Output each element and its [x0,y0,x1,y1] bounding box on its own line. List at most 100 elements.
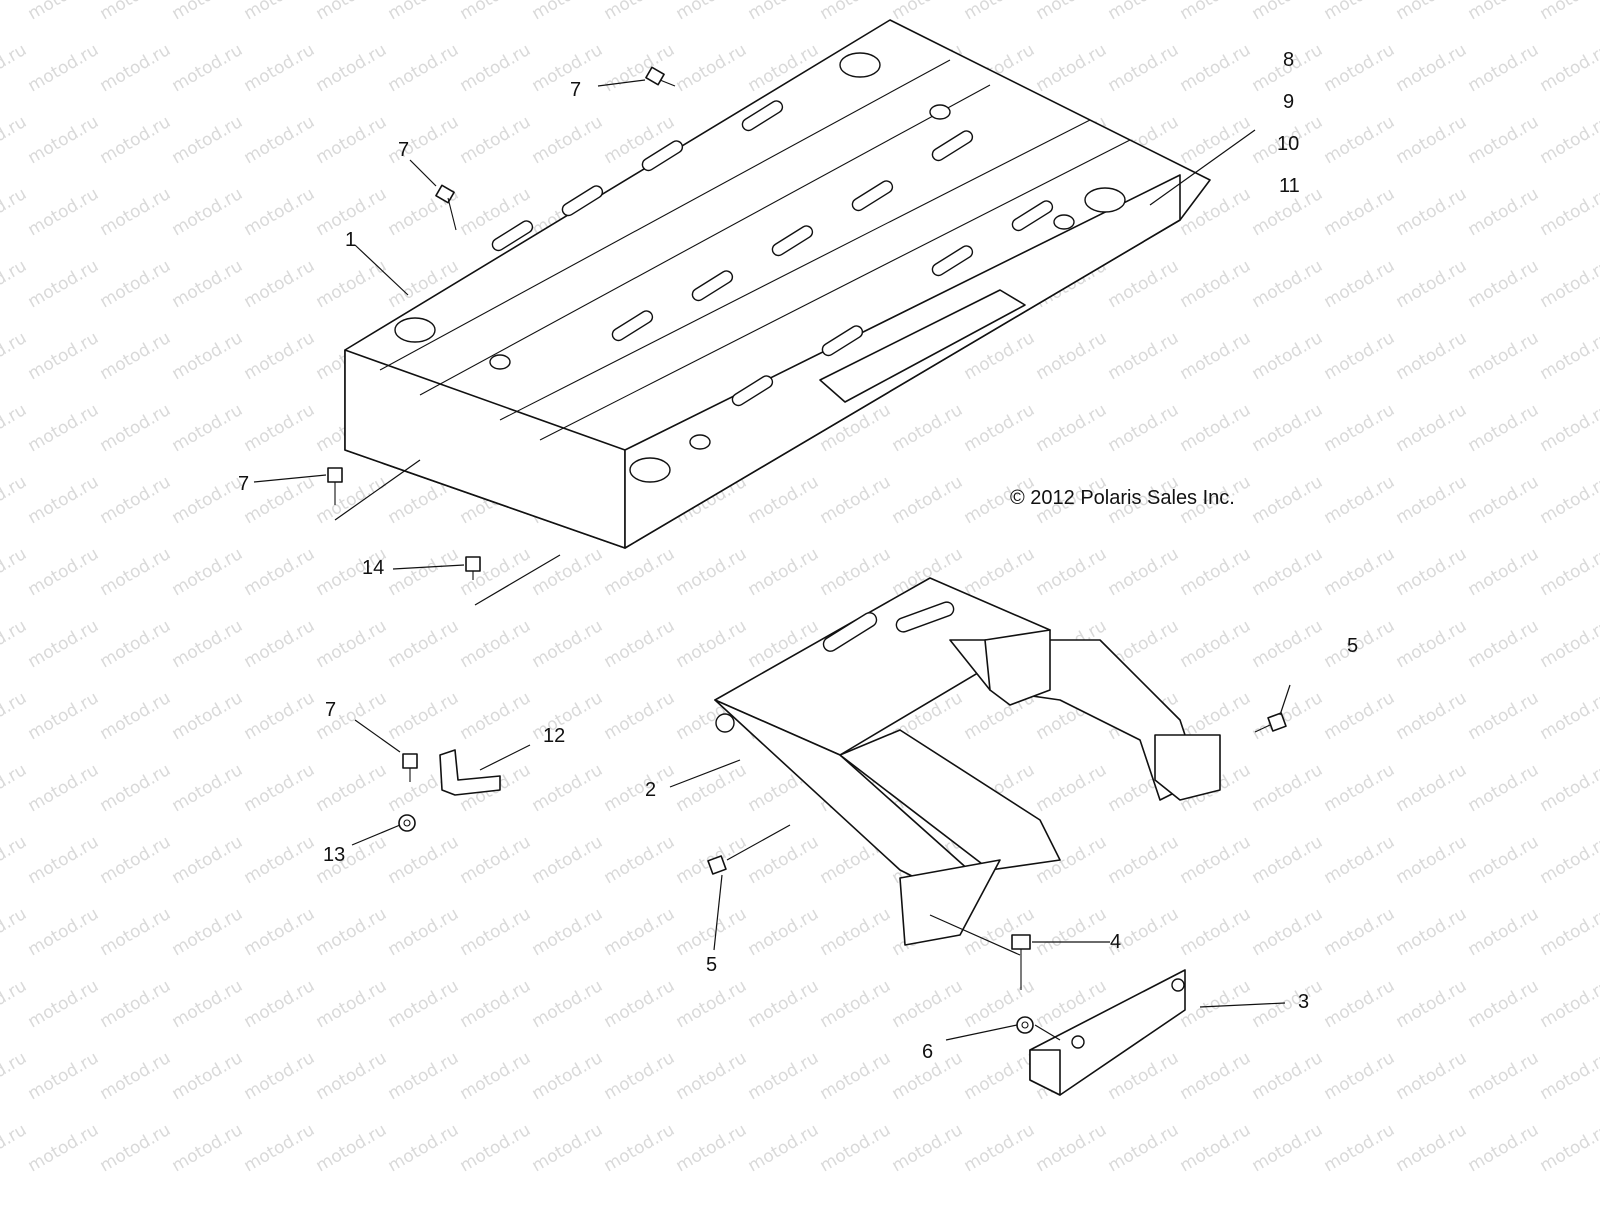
watermark-text: motod.ru [817,904,895,960]
watermark-text: motod.ru [1537,184,1600,240]
watermark-text: motod.ru [0,0,30,24]
watermark-text: motod.ru [457,0,535,24]
watermark-text: motod.ru [1465,184,1543,240]
watermark-text: motod.ru [241,184,319,240]
watermark-text: motod.ru [97,184,175,240]
watermark-text: motod.ru [97,40,175,96]
watermark-text: motod.ru [97,832,175,888]
watermark-text: motod.ru [1033,904,1111,960]
watermark-text: motod.ru [673,40,751,96]
watermark-text: motod.ru [1393,760,1471,816]
watermark-text: motod.ru [1393,832,1471,888]
watermark-text: motod.ru [1465,1048,1543,1104]
watermark-text: motod.ru [457,112,535,168]
watermark-text: motod.ru [313,112,391,168]
watermark-text: motod.ru [313,40,391,96]
watermark-text: motod.ru [601,544,679,600]
watermark-text: motod.ru [1393,400,1471,456]
watermark-text: motod.ru [1033,328,1111,384]
watermark-text: motod.ru [169,112,247,168]
watermark-text: motod.ru [1393,112,1471,168]
watermark-text: motod.ru [529,976,607,1032]
watermark-text: motod.ru [1393,256,1471,312]
watermark-text: motod.ru [1393,184,1471,240]
watermark-text: motod.ru [1393,904,1471,960]
watermark-text: motod.ru [0,1120,30,1176]
watermark-text: motod.ru [1177,1048,1255,1104]
watermark-text: motod.ru [25,688,103,744]
watermark-text: motod.ru [241,976,319,1032]
watermark-text: motod.ru [1537,904,1600,960]
watermark-text: motod.ru [1465,832,1543,888]
watermark-text: motod.ru [457,544,535,600]
watermark-text: motod.ru [529,760,607,816]
watermark-text: motod.ru [385,976,463,1032]
watermark-text: motod.ru [1321,976,1399,1032]
watermark-text: motod.ru [97,616,175,672]
watermark-text: motod.ru [601,616,679,672]
watermark-text: motod.ru [961,400,1039,456]
watermark-text: motod.ru [0,760,30,816]
bolt-7d [403,754,417,782]
watermark-text: motod.ru [1249,544,1327,600]
watermark-text: motod.ru [1537,544,1600,600]
watermark-text: motod.ru [1105,256,1183,312]
watermark-text: motod.ru [0,112,30,168]
watermark-text: motod.ru [1105,328,1183,384]
watermark-text: motod.ru [97,472,175,528]
watermark-text: motod.ru [745,472,823,528]
watermark-text: motod.ru [457,976,535,1032]
watermark-text: motod.ru [25,40,103,96]
watermark-text: motod.ru [97,0,175,24]
watermark-text: motod.ru [169,544,247,600]
callout-5-right: 5 [1347,636,1358,656]
watermark-text: motod.ru [97,1048,175,1104]
watermark-text: motod.ru [25,616,103,672]
watermark-text: motod.ru [25,0,103,24]
watermark-text: motod.ru [1177,904,1255,960]
watermark-text: motod.ru [961,1048,1039,1104]
watermark-text: motod.ru [241,328,319,384]
watermark-text: motod.ru [1177,40,1255,96]
copyright-notice: © 2012 Polaris Sales Inc. [1010,487,1235,510]
watermark-text: motod.ru [1537,328,1600,384]
watermark-text: motod.ru [889,400,967,456]
watermark-text: motod.ru [1033,1120,1111,1176]
watermark-text: motod.ru [241,256,319,312]
watermark-text: motod.ru [817,976,895,1032]
watermark-text: motod.ru [1393,1120,1471,1176]
watermark-text: motod.ru [601,904,679,960]
callout-6: 6 [922,1042,933,1062]
watermark-text: motod.ru [0,256,30,312]
watermark-text: motod.ru [0,472,30,528]
watermark-text: motod.ru [1105,400,1183,456]
watermark-text: motod.ru [385,40,463,96]
watermark-text: motod.ru [1177,256,1255,312]
watermark-text: motod.ru [0,616,30,672]
callout-9: 9 [1283,92,1294,112]
watermark-text: motod.ru [1321,760,1399,816]
watermark-text: motod.ru [1249,472,1327,528]
watermark-text: motod.ru [961,544,1039,600]
watermark-text: motod.ru [313,256,391,312]
watermark-text: motod.ru [1465,904,1543,960]
watermark-text: motod.ru [97,904,175,960]
watermark-text: motod.ru [1249,616,1327,672]
watermark-text: motod.ru [313,904,391,960]
watermark-text: motod.ru [1537,1048,1600,1104]
watermark-text: motod.ru [1177,976,1255,1032]
watermark-text: motod.ru [1465,0,1543,24]
watermark-text: motod.ru [529,904,607,960]
watermark-text: motod.ru [169,760,247,816]
watermark-text: motod.ru [25,184,103,240]
watermark-text: motod.ru [529,688,607,744]
watermark-text: motod.ru [169,328,247,384]
watermark-text: motod.ru [1321,616,1399,672]
watermark-text: motod.ru [1465,40,1543,96]
callout-3: 3 [1298,992,1309,1012]
watermark-text: motod.ru [1321,184,1399,240]
watermark-text: motod.ru [673,760,751,816]
watermark-text: motod.ru [25,832,103,888]
watermark-text: motod.ru [1465,328,1543,384]
watermark-text: motod.ru [673,1048,751,1104]
